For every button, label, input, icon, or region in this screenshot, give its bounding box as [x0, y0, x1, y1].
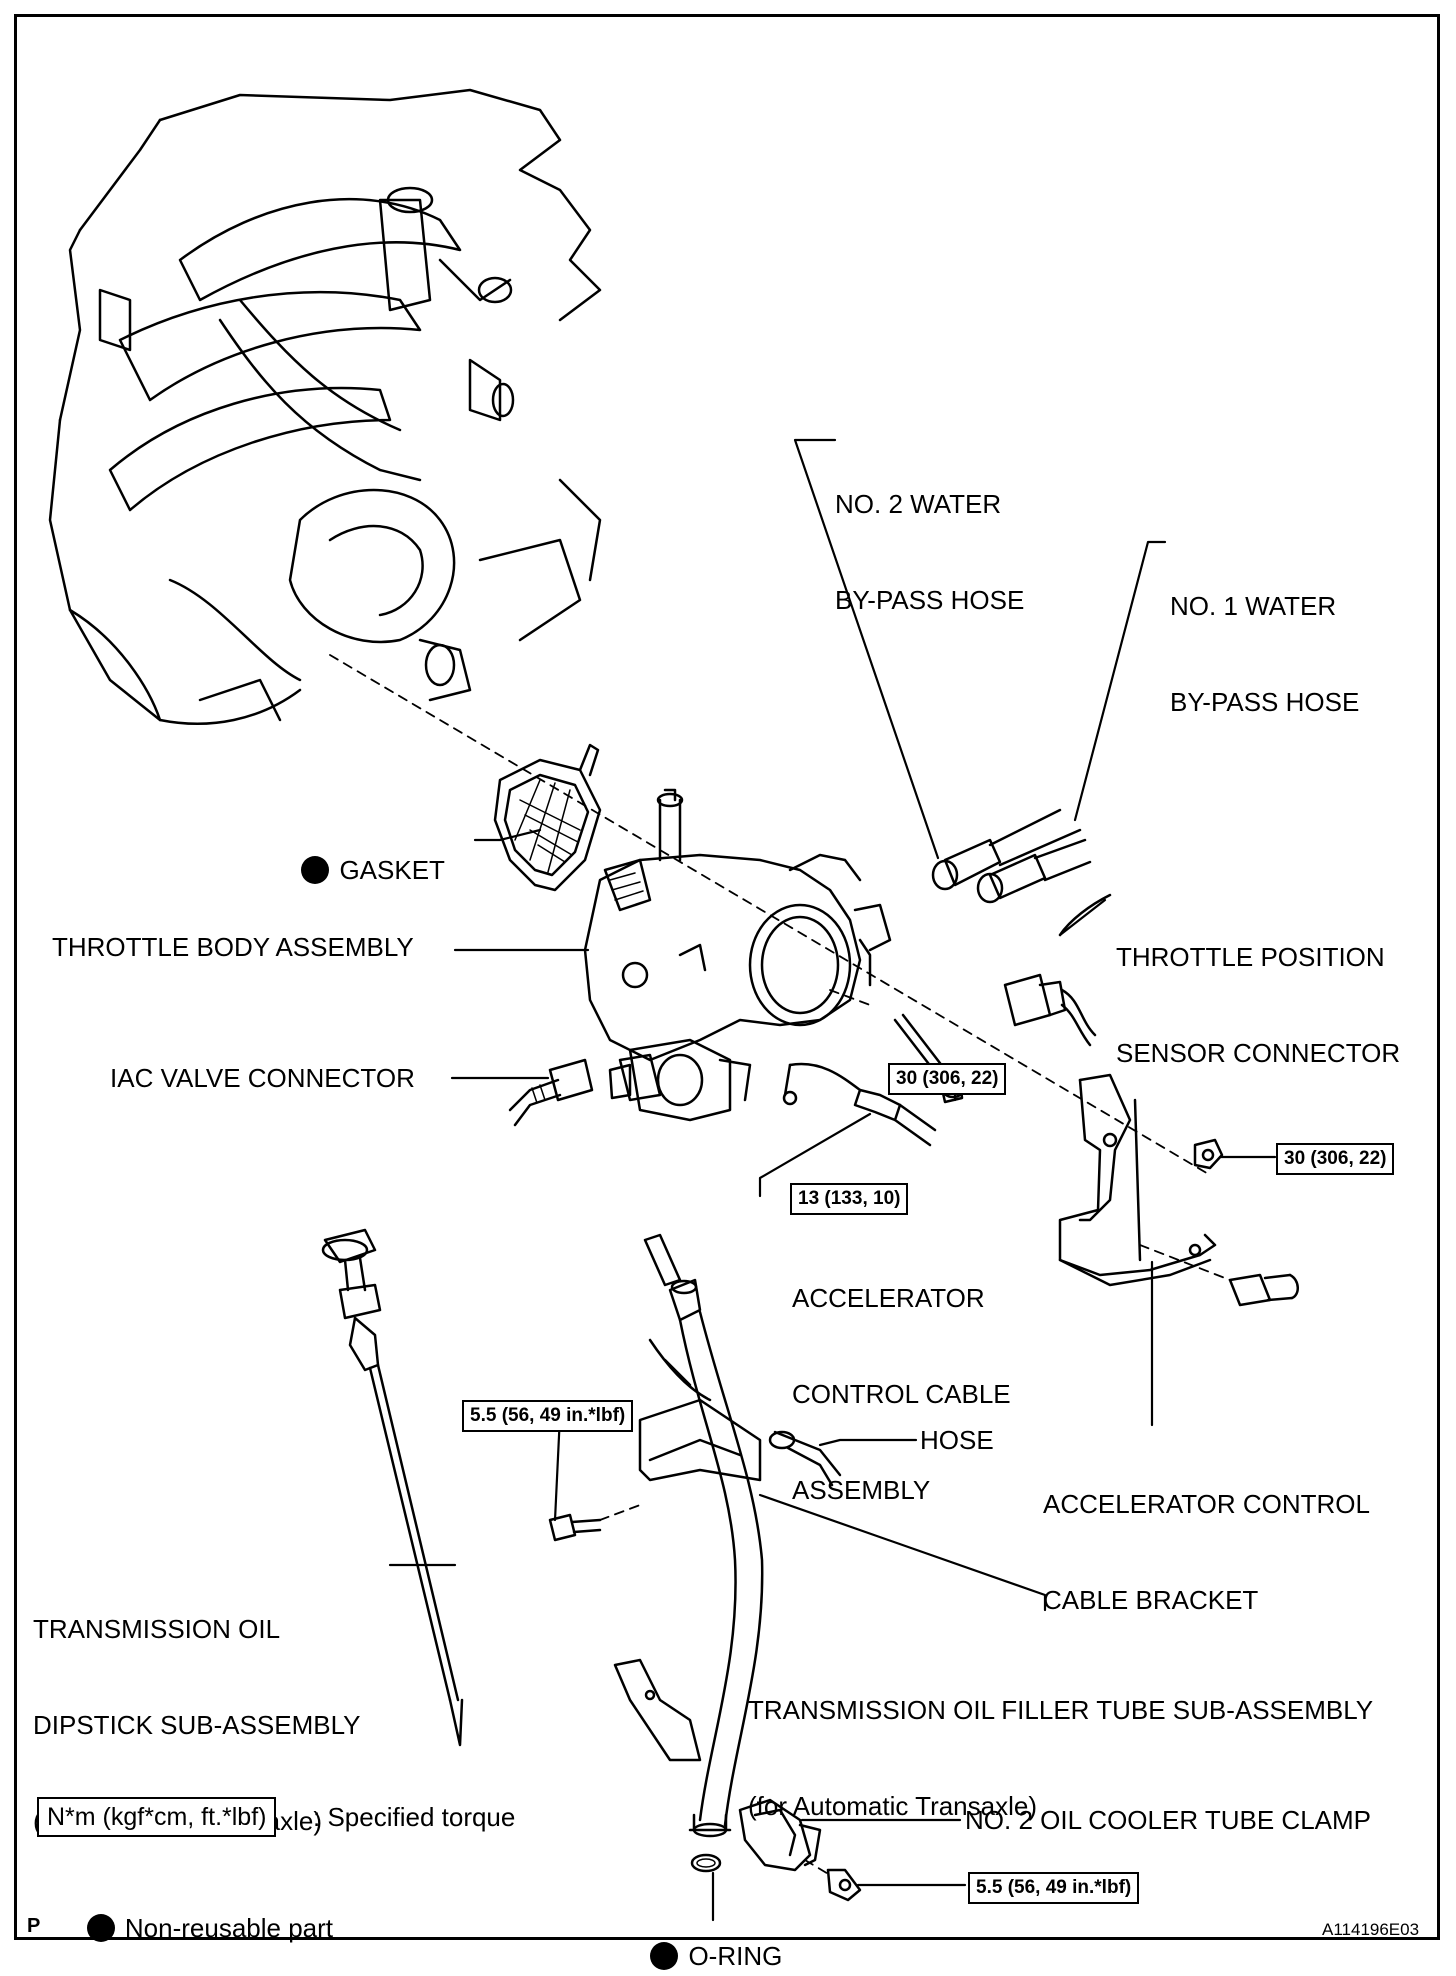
- label-no1-water-bypass-hose: NO. 1 WATER BY-PASS HOSE: [1170, 591, 1360, 717]
- label-hose: HOSE: [920, 1425, 994, 1455]
- legend-non-reusable: Non-reusable part: [58, 1880, 333, 1976]
- label-throttle-position-sensor-connector: THROTTLE POSITION SENSOR CONNECTOR: [1116, 942, 1401, 1068]
- clamp-bolt-drawing: [804, 1859, 862, 1902]
- filler-tube-drawing: [613, 1233, 764, 1838]
- filler-tube-bolt-drawing: [548, 1504, 641, 1542]
- intake-manifold-drawing: [48, 88, 602, 725]
- legend-torque-box: N*m (kgf*cm, ft.*lbf): [37, 1797, 277, 1837]
- o-ring-drawing: [690, 1853, 722, 1873]
- label-no2-water-bypass-hose: NO. 2 WATER BY-PASS HOSE: [835, 489, 1025, 615]
- label-no2-oil-cooler-tube-clamp: NO. 2 OIL COOLER TUBE CLAMP: [965, 1805, 1371, 1835]
- water-bypass-hoses-drawing: [931, 808, 1092, 904]
- label-transmission-oil-filler-tube: TRANSMISSION OIL FILLER TUBE SUB-ASSEMBL…: [748, 1695, 1374, 1821]
- tps-connector-drawing: [1003, 893, 1112, 1047]
- bracket-nut-drawing: [1193, 1138, 1224, 1170]
- leader-lines: [388, 438, 1277, 1922]
- alignment-line: [329, 654, 1211, 1176]
- legend-torque-desc: : Specified torque: [313, 1802, 516, 1832]
- dipstick-drawing: [321, 1228, 464, 1747]
- gasket-drawing: [493, 743, 602, 892]
- torque-filler-tube-bolt: 5.5 (56, 49 in.*lbf): [462, 1400, 634, 1432]
- label-throttle-body-assembly: THROTTLE BODY ASSEMBLY: [52, 932, 414, 962]
- torque-accelerator-cable: 13 (133, 10): [790, 1183, 909, 1215]
- non-reusable-dot-icon: [301, 856, 330, 884]
- throttle-body-drawing: [583, 788, 892, 1122]
- corner-code-left: P: [27, 1915, 41, 1937]
- label-iac-valve-connector: IAC VALVE CONNECTOR: [110, 1063, 415, 1093]
- accelerator-cable-drawing: [782, 1062, 937, 1147]
- non-reusable-dot-icon: [650, 1942, 679, 1970]
- iac-connector-drawing: [508, 1058, 594, 1127]
- torque-bracket-nut: 30 (306, 22): [1276, 1143, 1395, 1175]
- torque-clamp-bolt: 5.5 (56, 49 in.*lbf): [968, 1872, 1140, 1904]
- label-gasket: GASKET: [287, 822, 445, 886]
- label-o-ring: O-RING: [636, 1908, 782, 1972]
- torque-throttle-bolt: 30 (306, 22): [888, 1063, 1007, 1095]
- bracket-hose-drawing: [1228, 1273, 1299, 1307]
- label-accelerator-control-cable-bracket: ACCELERATOR CONTROL CABLE BRACKET: [1043, 1489, 1370, 1615]
- diagram-frame: [14, 14, 1440, 1940]
- accelerator-bracket-drawing: [1058, 1073, 1217, 1287]
- non-reusable-dot-icon: [86, 1914, 115, 1942]
- figure-id: A114196E03: [1322, 1920, 1420, 1939]
- hose-drawing: [768, 1430, 842, 1487]
- label-accelerator-control-cable-assembly: ACCELERATOR CONTROL CABLE ASSEMBLY: [792, 1283, 1011, 1505]
